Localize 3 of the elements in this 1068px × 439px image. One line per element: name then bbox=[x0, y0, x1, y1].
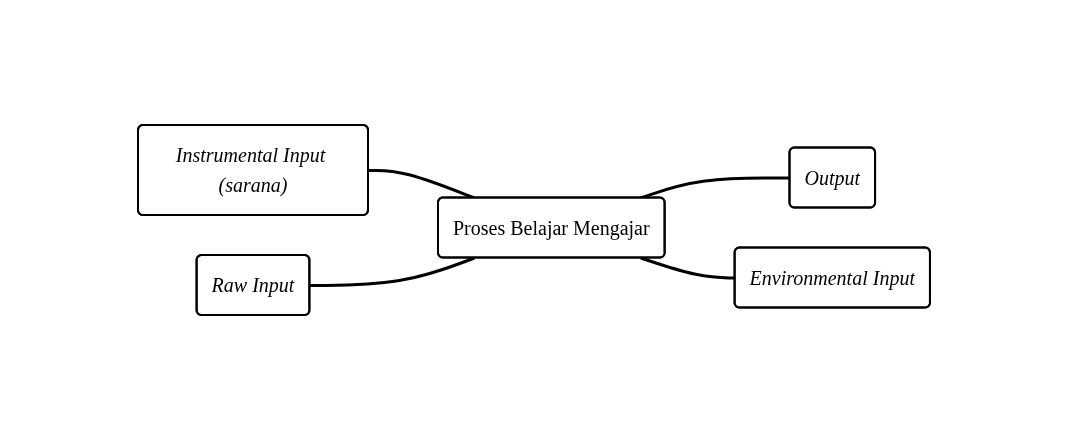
connector bbox=[309, 256, 475, 287]
node-text: Instrumental Input (sarana) bbox=[175, 143, 326, 196]
connector bbox=[368, 168, 475, 199]
